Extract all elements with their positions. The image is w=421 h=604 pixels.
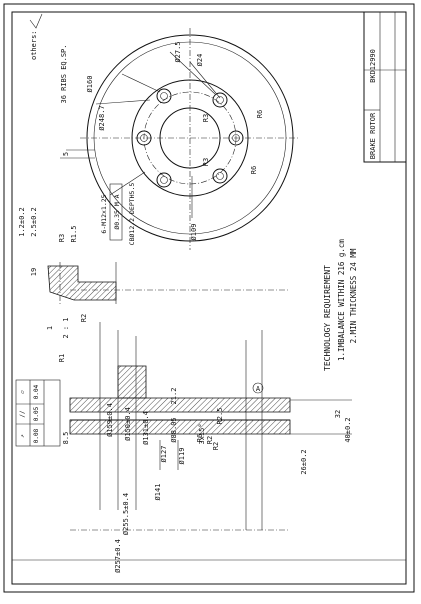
dim-w8-5: 8.5 xyxy=(62,432,70,445)
dim-d248-7: Ø248.7 xyxy=(98,105,106,130)
dim-d131: Ø131±0.4 xyxy=(142,411,150,445)
dim-r6-section: R6 xyxy=(196,434,204,442)
dim-d24: Ø24 xyxy=(196,54,204,67)
dim-r2b: R2 xyxy=(212,442,220,450)
dim-d119: Ø119 xyxy=(178,448,186,465)
dim-w32: 32 xyxy=(334,410,342,418)
dim-d160: Ø160 xyxy=(86,76,94,93)
technology-requirement: TECHNOLOGY REQUIREMENT 1.IMBALANCE WITHI… xyxy=(323,239,358,371)
fcf-2-sym: ↗ xyxy=(19,434,26,438)
fcf-2-val: 0.08 xyxy=(33,428,40,443)
dim-w26: 26±0.2 xyxy=(300,449,308,474)
dim-d141: Ø141 xyxy=(154,484,162,501)
dim-r6a: R6 xyxy=(256,110,264,118)
tech-heading: TECHNOLOGY REQUIREMENT xyxy=(323,265,332,371)
title-block: BKD12990 BRAKE ROTOR xyxy=(363,11,407,163)
dim-d127: Ø127 xyxy=(160,446,168,463)
fcf-1-sym: // xyxy=(19,410,26,418)
dim-r6b: R6 xyxy=(250,166,258,174)
svg-text:CBØ12.2 DEPTH5.5: CBØ12.2 DEPTH5.5 xyxy=(128,183,136,246)
tech-item-1: 1.IMBALANCE WITHIN 216 g.cm xyxy=(337,239,346,361)
svg-text:others:: others: xyxy=(30,30,38,60)
dim-w40: 40±0.2 xyxy=(344,417,352,442)
dim-d150: Ø150±0.4 xyxy=(124,407,132,441)
dim-d255: Ø255.5±0.4 xyxy=(122,493,130,535)
svg-text:6-M12x1.25: 6-M12x1.25 xyxy=(100,194,108,233)
dim-r3-detail: R3 xyxy=(58,234,66,242)
dim-d159: Ø159±0.4 xyxy=(106,403,114,437)
dim-w21: 21.2 xyxy=(170,388,178,405)
dim-r3b: R3 xyxy=(202,158,210,166)
thread-callout: 6-M12x1.25 Ø0.35 M A CBØ12.2 DEPTH5.5 xyxy=(100,183,136,246)
part-number: BKD12990 xyxy=(369,49,377,83)
fcf-0-val: 0.04 xyxy=(33,384,40,399)
detail-view: 1.2±0.2 2.5±0.2 R3 R1.5 19 R2 1 2 : 1 xyxy=(18,207,117,339)
dim-d27-5: Ø27.5 xyxy=(174,41,182,62)
outer-border xyxy=(3,3,415,593)
dim-r2a: R2 xyxy=(206,436,214,444)
dim-19: 19 xyxy=(30,268,38,276)
bolt-holes xyxy=(136,88,244,188)
dim-r3a: R3 xyxy=(202,114,210,122)
dim-r2-5: R2.5 xyxy=(216,408,224,425)
fcf-1-val: 0.05 xyxy=(33,406,40,421)
ribs-note: 36 RIBS EQ.SP. xyxy=(60,44,68,103)
scale-label: 2 : 1 xyxy=(62,317,70,338)
datum-marker: A xyxy=(252,382,264,394)
svg-text:Ø0.35 M A: Ø0.35 M A xyxy=(113,194,121,229)
dim-d109: Ø109 xyxy=(190,224,198,241)
svg-text:A: A xyxy=(256,385,261,393)
dim-chamfer: 3x15° xyxy=(198,423,206,444)
dim-l1: 1.2±0.2 xyxy=(18,207,26,237)
section-view: Ø159±0.4 Ø150±0.4 Ø131±0.4 Ø88.05 3x15° … xyxy=(15,289,352,573)
plan-view: 36 RIBS EQ.SP. Ø160 Ø248.7 Ø27.5 Ø24 R3 … xyxy=(60,28,300,250)
dim-r2-detail: R2 xyxy=(80,314,88,322)
dim-d88: Ø88.05 xyxy=(170,417,178,442)
fcf-0-sym: ▱ xyxy=(19,390,26,394)
surface-finish-note: others: xyxy=(29,13,43,60)
scale-top: 1 xyxy=(46,326,54,330)
dim-d257: Ø257±0.4 xyxy=(114,539,122,573)
dim-r1-5: R1.5 xyxy=(70,226,78,243)
dim-5: 5 xyxy=(62,152,70,156)
tech-item-2: 2.MIN THICKNESS 24 MM xyxy=(349,248,358,343)
dim-r1: R1 xyxy=(58,354,66,362)
dim-l2: 2.5±0.2 xyxy=(30,207,38,237)
feature-control-frame: ▱ // ↗ 0.04 0.05 0.08 xyxy=(15,379,61,447)
part-name: BRAKE ROTOR xyxy=(369,112,377,159)
